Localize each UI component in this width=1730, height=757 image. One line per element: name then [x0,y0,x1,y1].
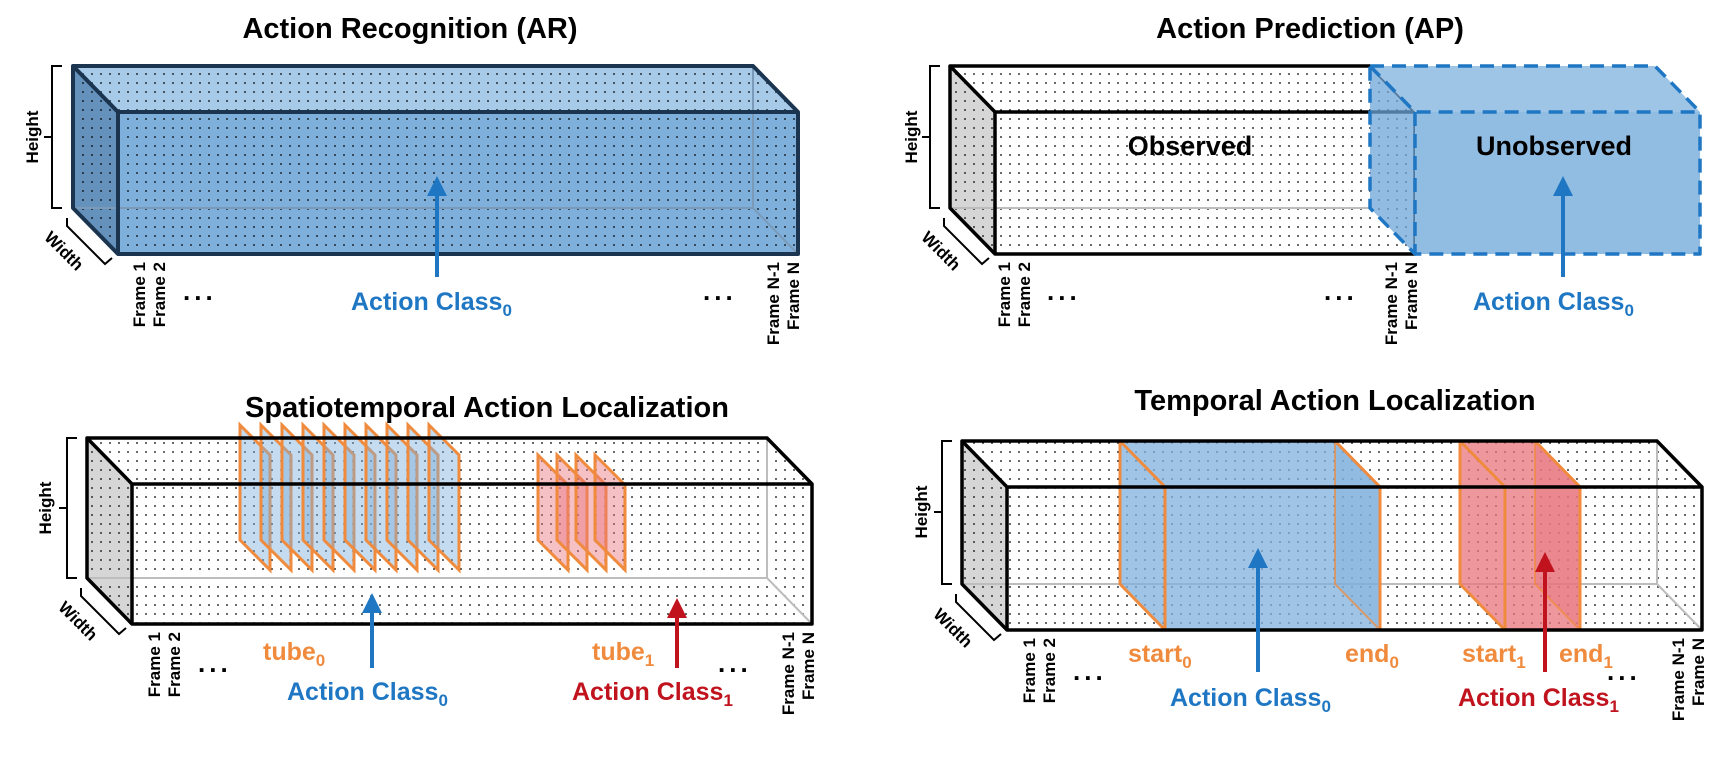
panel-spatiotemporal-localization: Spatiotemporal Action Localization Heigh… [36,392,818,715]
tal-action-class-0-label: Action Class0 [1170,684,1331,716]
stal-ellipsis-left: ... [198,648,232,678]
ar-ellipsis-left: ... [183,276,217,306]
stal-tube-0-frame [427,421,461,574]
tal-frame-n: Frame N [1689,638,1708,706]
tal-ellipsis-right: ... [1607,656,1641,686]
ar-frame-n1: Frame N-1 [764,262,783,345]
ar-ellipsis-right: ... [703,276,737,306]
stal-tube-1 [536,451,627,574]
tal-segment-0 [1118,439,1382,632]
stal-action-class-0-label: Action Class0 [287,678,448,710]
tal-frame-n1: Frame N-1 [1669,638,1688,721]
ap-width-label: Width [918,228,965,275]
stal-tube-1-label: tube1 [592,638,654,670]
tal-end-1-label: end1 [1559,640,1613,672]
tal-frame-2: Frame 2 [1040,638,1059,703]
ap-unobserved-label: Unobserved [1476,131,1632,161]
stal-tube-0 [238,421,461,574]
stal-title: Spatiotemporal Action Localization [245,392,729,424]
ap-frame-1: Frame 1 [995,262,1014,327]
ar-video-volume [71,64,800,256]
tal-segment-1 [1458,439,1582,632]
ar-title: Action Recognition (AR) [242,13,577,45]
ap-height-axis: Height [902,65,940,209]
stal-height-axis: Height [36,437,77,579]
ap-height-label: Height [902,110,921,163]
tal-height-axis: Height [912,440,952,585]
ar-frame-2: Frame 2 [150,262,169,327]
tal-volume-outline [960,439,1704,632]
stal-width-label: Width [55,598,102,645]
tal-title: Temporal Action Localization [1134,385,1535,417]
ar-height-label: Height [23,110,42,163]
stal-tube-0-label: tube0 [263,638,325,670]
panel-action-recognition: Action Recognition (AR) Height Width [23,13,803,345]
stal-frame-1: Frame 1 [145,632,164,697]
panel-action-prediction: Action Prediction (AP) Observed Unobserv… [902,13,1702,345]
stal-action-class-1-label: Action Class1 [572,678,733,710]
ar-height-axis: Height [23,65,62,209]
stal-volume-outline [85,436,814,626]
ap-ellipsis-right: ... [1324,276,1358,306]
ap-observed-label: Observed [1128,131,1253,161]
ap-title: Action Prediction (AP) [1156,13,1464,45]
stal-height-label: Height [36,481,55,534]
stal-video-volume [87,438,813,625]
stal-frame-2: Frame 2 [165,632,184,697]
ap-frame-2: Frame 2 [1015,262,1034,327]
ar-width-label: Width [41,228,88,275]
ap-frame-n: Frame N [1402,262,1421,330]
tal-height-label: Height [912,485,931,538]
stal-ellipsis-right: ... [718,648,752,678]
tal-start-0-label: start0 [1128,640,1192,672]
ar-action-class-label: Action Class0 [351,288,512,320]
ar-frame-1: Frame 1 [130,262,149,327]
tal-start-1-label: start1 [1462,640,1526,672]
ar-frame-n: Frame N [784,262,803,330]
ap-frame-n1: Frame N-1 [1382,262,1401,345]
ap-ellipsis-left: ... [1047,276,1081,306]
stal-frame-n: Frame N [799,632,818,700]
tal-end-0-label: end0 [1345,640,1399,672]
tal-frame-1: Frame 1 [1020,638,1039,703]
tal-ellipsis-left: ... [1073,656,1107,686]
panel-temporal-localization: Temporal Action Localization [912,385,1708,721]
tal-width-label: Width [930,605,977,652]
tal-action-class-1-label: Action Class1 [1458,684,1619,716]
stal-frame-n1: Frame N-1 [779,632,798,715]
ap-action-class-label: Action Class0 [1473,288,1634,320]
